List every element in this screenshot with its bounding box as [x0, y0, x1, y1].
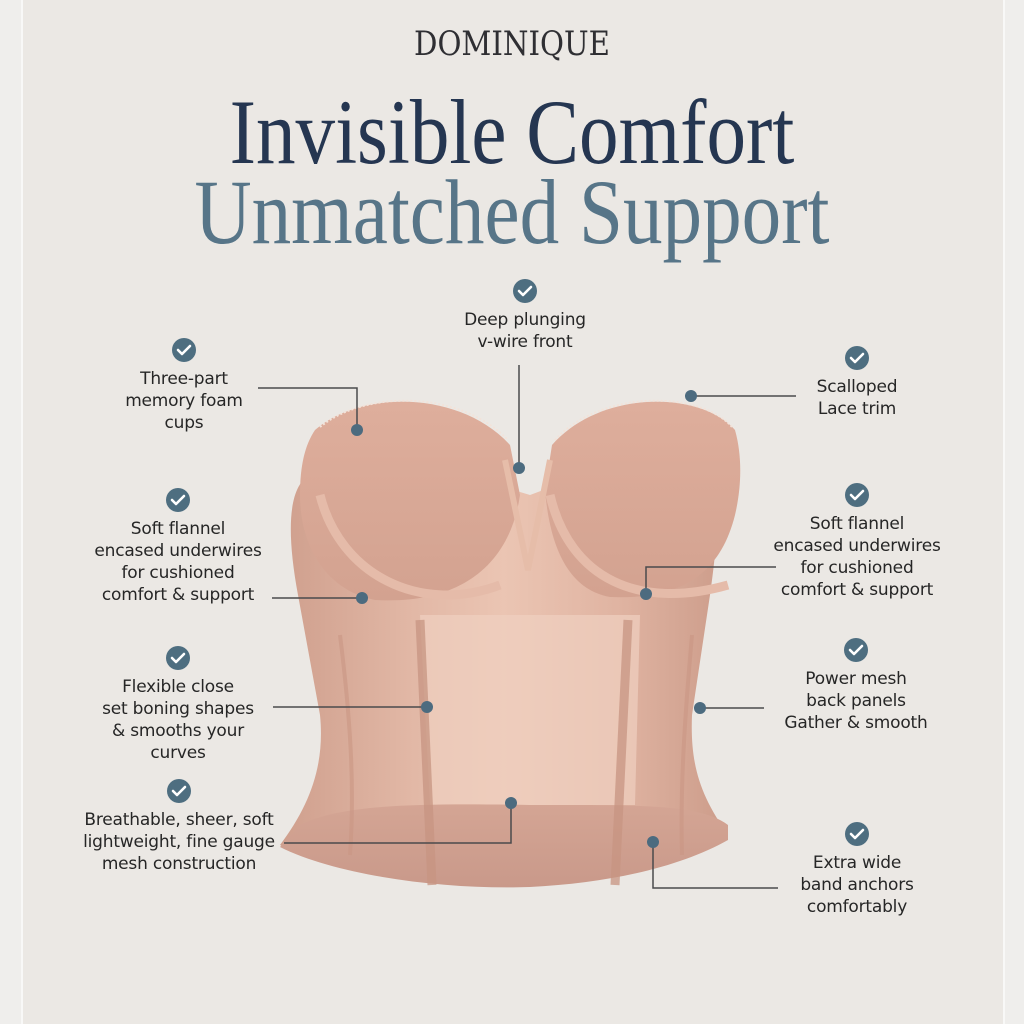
check-circle-icon	[513, 279, 537, 303]
callout-dot-band	[647, 836, 659, 848]
check-circle-icon	[845, 483, 869, 507]
callout-dot-cups	[351, 424, 363, 436]
feature-deep-plunging: Deep plunging v-wire front	[430, 279, 620, 353]
callout-dot-right-underwire	[640, 588, 652, 600]
headline-line-2: Unmatched Support	[194, 161, 830, 263]
feature-text: Three-part memory foam cups	[125, 369, 243, 433]
headline-line-1: Invisible Comfort	[229, 81, 795, 183]
feature-text: Flexible close set boning shapes & smoot…	[102, 677, 254, 763]
right-edge-strip	[1003, 0, 1024, 1024]
check-circle-icon	[844, 638, 868, 662]
callout-dot-left-underwire	[356, 592, 368, 604]
callout-dot-v-wire	[513, 462, 525, 474]
feature-three-part-cups: Three-part memory foam cups	[84, 338, 284, 434]
callout-dot-lace	[685, 390, 697, 402]
feature-scalloped-lace: Scalloped Lace trim	[782, 346, 932, 420]
check-circle-icon	[845, 346, 869, 370]
feature-text: Soft flannel encased underwires for cush…	[94, 519, 262, 605]
feature-power-mesh: Power mesh back panels Gather & smooth	[766, 638, 946, 734]
check-circle-icon	[167, 779, 191, 803]
check-circle-icon	[172, 338, 196, 362]
feature-wide-band: Extra wide band anchors comfortably	[777, 822, 937, 918]
feature-text: Deep plunging v-wire front	[464, 310, 586, 352]
callout-dot-power-mesh	[694, 702, 706, 714]
check-circle-icon	[166, 488, 190, 512]
left-edge-strip	[0, 0, 23, 1024]
brand-logo: DOMINIQUE	[414, 24, 610, 64]
feature-boning: Flexible close set boning shapes & smoot…	[78, 646, 278, 764]
check-circle-icon	[166, 646, 190, 670]
feature-text: Soft flannel encased underwires for cush…	[773, 514, 941, 600]
feature-right-underwire: Soft flannel encased underwires for cush…	[747, 483, 967, 601]
feature-text: Breathable, sheer, soft lightweight, fin…	[83, 810, 275, 874]
callout-dot-mesh	[505, 797, 517, 809]
feature-text: Power mesh back panels Gather & smooth	[784, 669, 928, 733]
callout-dot-boning	[421, 701, 433, 713]
feature-text: Scalloped Lace trim	[816, 377, 898, 419]
feature-text: Extra wide band anchors comfortably	[800, 853, 914, 917]
strapless-bustier-illustration	[280, 385, 760, 899]
check-circle-icon	[845, 822, 869, 846]
feature-left-underwire: Soft flannel encased underwires for cush…	[68, 488, 288, 606]
feature-breathable-mesh: Breathable, sheer, soft lightweight, fin…	[56, 779, 302, 875]
